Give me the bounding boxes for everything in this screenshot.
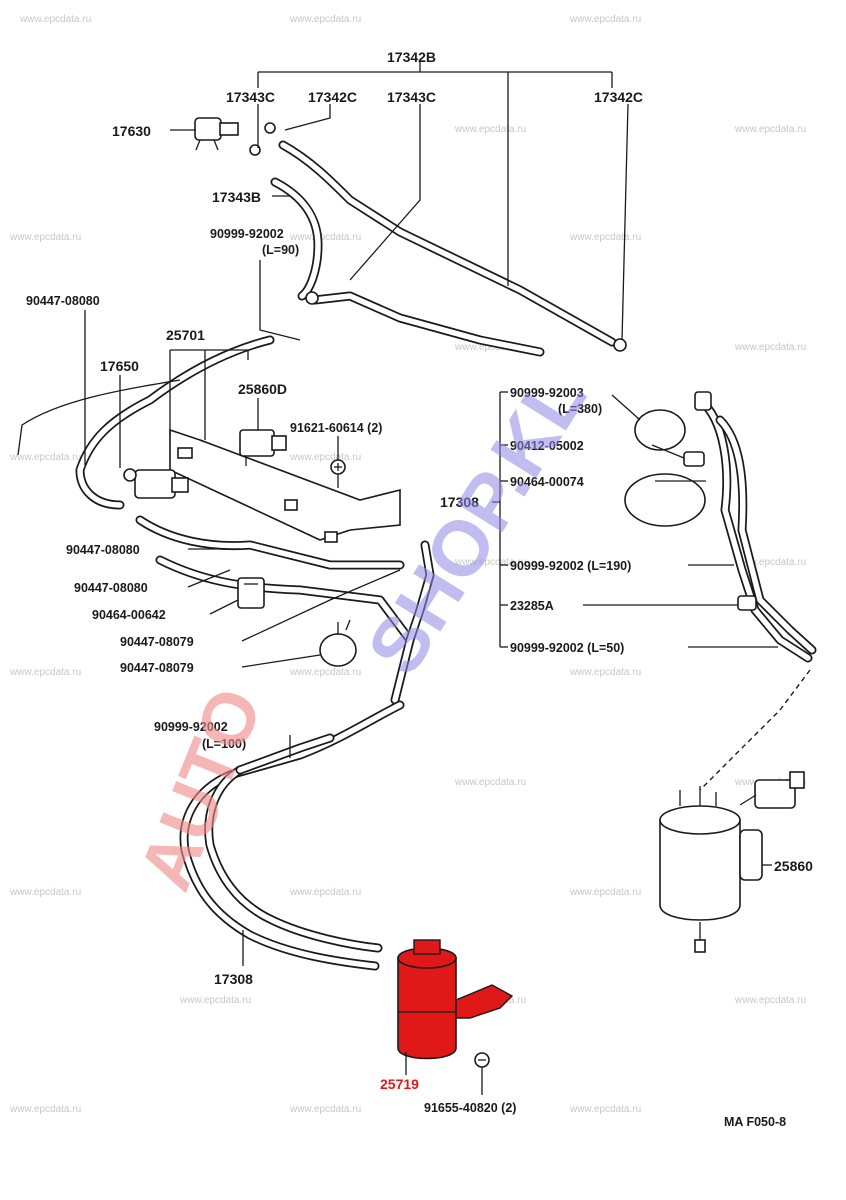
label-91655-40820: 91655-40820 (2) [424, 1101, 516, 1115]
watermark: www.epcdata.ru [289, 1104, 361, 1115]
label-17650: 17650 [100, 358, 139, 374]
label-90464-00074: 90464-00074 [510, 475, 584, 489]
label-length: (L=90) [262, 243, 299, 257]
label-90447-08079: 90447-08079 [120, 661, 194, 675]
label-90999-92002-100: 90999-92002 [154, 720, 228, 734]
watermark: www.epcdata.ru [9, 1104, 81, 1115]
hose-clips-top [249, 122, 627, 352]
valve-25860D [239, 429, 287, 466]
bolt-91621 [330, 459, 346, 488]
watermark: www.epcdata.ru [454, 342, 526, 353]
hose-nozzle [694, 391, 712, 411]
label-length: (L=380) [558, 402, 602, 416]
label-17343B: 17343B [212, 189, 261, 205]
label-17343C: 17343C [226, 89, 275, 105]
watermark: www.epcdata.ru [569, 1104, 641, 1115]
watermark: www.epcdata.ru [569, 887, 641, 898]
dashed-leader [699, 669, 811, 791]
label-25719-highlighted: 25719 [380, 1076, 419, 1092]
watermark: www.epcdata.ru [454, 124, 526, 135]
label-17342C: 17342C [594, 89, 643, 105]
part-labels: 17342B 17343C 17342C 17343C 17342C 17630… [26, 49, 813, 1129]
hose-lines [17, 140, 817, 971]
watermark: www.epcdata.ru [289, 14, 361, 25]
watermark: www.epcdata.ru [9, 887, 81, 898]
label-90999-92002-50: 90999-92002 (L=50) [510, 641, 624, 655]
label-90447-08079: 90447-08079 [120, 635, 194, 649]
watermark: www.epcdata.ru [289, 887, 361, 898]
watermark: www.epcdata.ru [19, 14, 91, 25]
watermark: www.epcdata.ru [734, 342, 806, 353]
label-17342C: 17342C [308, 89, 357, 105]
watermark: www.epcdata.ru [179, 995, 251, 1006]
label-25860D: 25860D [238, 381, 287, 397]
label-17308: 17308 [440, 494, 479, 510]
diagram-code: MA F050-8 [724, 1115, 786, 1129]
label-25701: 25701 [166, 327, 205, 343]
filter-25719-highlighted [397, 939, 514, 1060]
fitting-90412 [624, 409, 706, 527]
label-90447-08080: 90447-08080 [66, 543, 140, 557]
watermark: www.epcdata.ru [734, 995, 806, 1006]
watermark: www.epcdata.ru [289, 232, 361, 243]
canister-25860 [659, 771, 805, 953]
watermark: www.epcdata.ru [454, 777, 526, 788]
watermark: www.epcdata.ru [569, 14, 641, 25]
label-90999-92002: 90999-92002 [210, 227, 284, 241]
watermark: www.epcdata.ru [9, 667, 81, 678]
label-25860: 25860 [774, 858, 813, 874]
watermark: www.epcdata.ru [289, 452, 361, 463]
parts-drawing [123, 117, 811, 1080]
clip-90464-00642 [237, 577, 265, 609]
label-17308: 17308 [214, 971, 253, 987]
watermark: www.epcdata.ru [454, 557, 526, 568]
label-23285A: 23285A [510, 599, 554, 613]
watermark: www.epcdata.ru [569, 667, 641, 678]
label-90999-92003: 90999-92003 [510, 386, 584, 400]
label-90412-05002: 90412-05002 [510, 439, 584, 453]
label-17342B: 17342B [387, 49, 436, 65]
watermark: www.epcdata.ru [9, 232, 81, 243]
watermark: www.epcdata.ru [9, 452, 81, 463]
label-91621-60614: 91621-60614 (2) [290, 421, 382, 435]
watermark: www.epcdata.ru [569, 232, 641, 243]
label-90447-08080: 90447-08080 [74, 581, 148, 595]
label-90464-00642: 90464-00642 [92, 608, 166, 622]
stamp-word-auto: AUTO [123, 677, 278, 901]
watermark: www.epcdata.ru [734, 124, 806, 135]
check-valve-08079 [319, 619, 357, 667]
label-length: (L=100) [202, 737, 246, 751]
bolt-91655 [474, 1052, 490, 1080]
label-17343C: 17343C [387, 89, 436, 105]
clamp-23285A [737, 595, 757, 611]
label-90999-92002-190: 90999-92002 (L=190) [510, 559, 631, 573]
watermark: www.epcdata.ru [289, 667, 361, 678]
label-17630: 17630 [112, 123, 151, 139]
vsv-17630 [194, 117, 239, 151]
watermark: www.epcdata.ru [734, 557, 806, 568]
vsv-17650 [123, 468, 189, 499]
label-90447-08080: 90447-08080 [26, 294, 100, 308]
leader-lines [84, 62, 778, 1095]
